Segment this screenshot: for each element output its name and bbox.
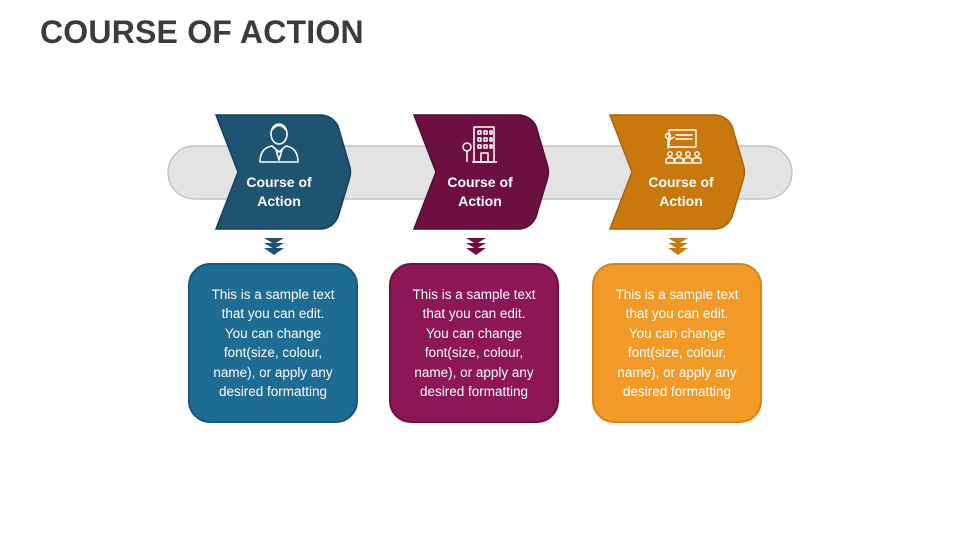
step-2-description-card: This is a sample text that you can edit.… [389,263,559,423]
presentation-audience-icon [664,129,702,164]
step-3-description-text: This is a sample text that you can edit.… [615,286,739,400]
step-2-description-text: This is a sample text that you can edit.… [412,286,536,400]
step-2-label-line-1: Course of [447,174,513,190]
businessman-icon [259,123,299,163]
step-3-down-arrow [668,238,688,255]
step-2-down-arrow [466,238,486,255]
step-1: Course of Action [214,114,352,255]
step-3-label-line-2: Action [659,193,703,209]
step-3-description-card: This is a sample text that you can edit.… [592,263,762,423]
step-3-chevron [608,114,746,230]
step-1-description-text: This is a sample text that you can edit.… [211,286,335,400]
step-1-label-line-2: Action [257,193,301,209]
office-building-icon [462,126,497,163]
step-2-chevron [412,114,550,230]
step-3-label-line-1: Course of [648,174,714,190]
step-1-label-line-1: Course of [246,174,312,190]
step-2-label-line-2: Action [458,193,502,209]
step-1-description-card: This is a sample text that you can edit.… [188,263,358,423]
step-1-chevron [214,114,352,230]
step-3: Course of Action [608,114,746,255]
slide-title: COURSE OF ACTION [40,14,364,50]
step-2: Course of Action [412,114,550,255]
step-1-down-arrow [264,238,284,255]
